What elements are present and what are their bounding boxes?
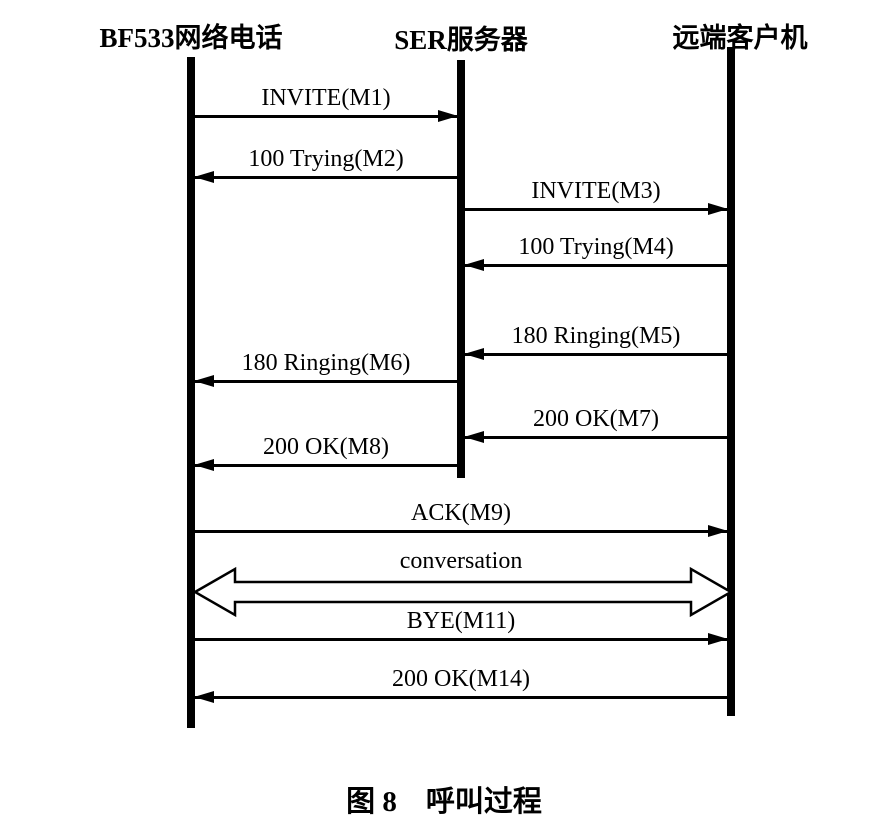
message-label: 200 OK(M14)	[392, 666, 530, 692]
actor-label-remote-client: 远端客户机	[672, 23, 808, 53]
message-label: ACK(M9)	[411, 500, 511, 526]
message-conversation: conversation	[195, 547, 727, 575]
double-headed-arrow-icon	[193, 566, 733, 618]
message-invite-m3: INVITE(M3)	[465, 177, 728, 215]
message-bye-m11: BYE(M11)	[195, 607, 728, 645]
actor-label-bf533-phone: BF533网络电话	[99, 23, 283, 53]
message-180-ringing-m6: 180 Ringing(M6)	[194, 349, 457, 387]
message-label: 180 Ringing(M5)	[511, 323, 681, 349]
arrow-left-icon	[194, 171, 457, 183]
message-200-ok-m7: 200 OK(M7)	[464, 405, 727, 443]
message-label: 200 OK(M8)	[263, 434, 389, 460]
lifeline-ser-server	[457, 60, 465, 478]
arrow-right-icon	[195, 110, 458, 122]
arrow-left-icon	[194, 459, 457, 471]
arrow-left-icon	[194, 691, 727, 703]
message-label: 100 Trying(M4)	[518, 234, 674, 260]
arrow-right-icon	[195, 525, 728, 537]
arrow-left-icon	[194, 375, 457, 387]
message-label: 200 OK(M7)	[533, 406, 659, 432]
message-label: BYE(M11)	[406, 608, 516, 634]
message-label: INVITE(M1)	[261, 85, 391, 111]
message-100-trying-m4: 100 Trying(M4)	[464, 233, 727, 271]
message-ack-m9: ACK(M9)	[195, 499, 728, 537]
arrow-left-icon	[464, 348, 727, 360]
figure-caption: 图 8 呼叫过程	[346, 786, 542, 818]
arrow-left-icon	[464, 431, 727, 443]
message-200-ok-m14: 200 OK(M14)	[194, 665, 727, 703]
message-label: 100 Trying(M2)	[248, 146, 404, 172]
message-180-ringing-m5: 180 Ringing(M5)	[464, 322, 727, 360]
arrow-right-icon	[465, 203, 728, 215]
message-label: conversation	[399, 548, 523, 574]
message-label: 180 Ringing(M6)	[241, 350, 411, 376]
message-100-trying-m2: 100 Trying(M2)	[194, 145, 457, 183]
message-label: INVITE(M3)	[531, 178, 661, 204]
lifeline-remote-client	[727, 47, 735, 716]
actor-label-ser-server: SER服务器	[394, 25, 528, 55]
message-invite-m1: INVITE(M1)	[195, 84, 458, 122]
message-200-ok-m8: 200 OK(M8)	[194, 433, 457, 471]
lifeline-bf533-phone	[187, 57, 195, 728]
arrow-right-icon	[195, 633, 728, 645]
arrow-left-icon	[464, 259, 727, 271]
